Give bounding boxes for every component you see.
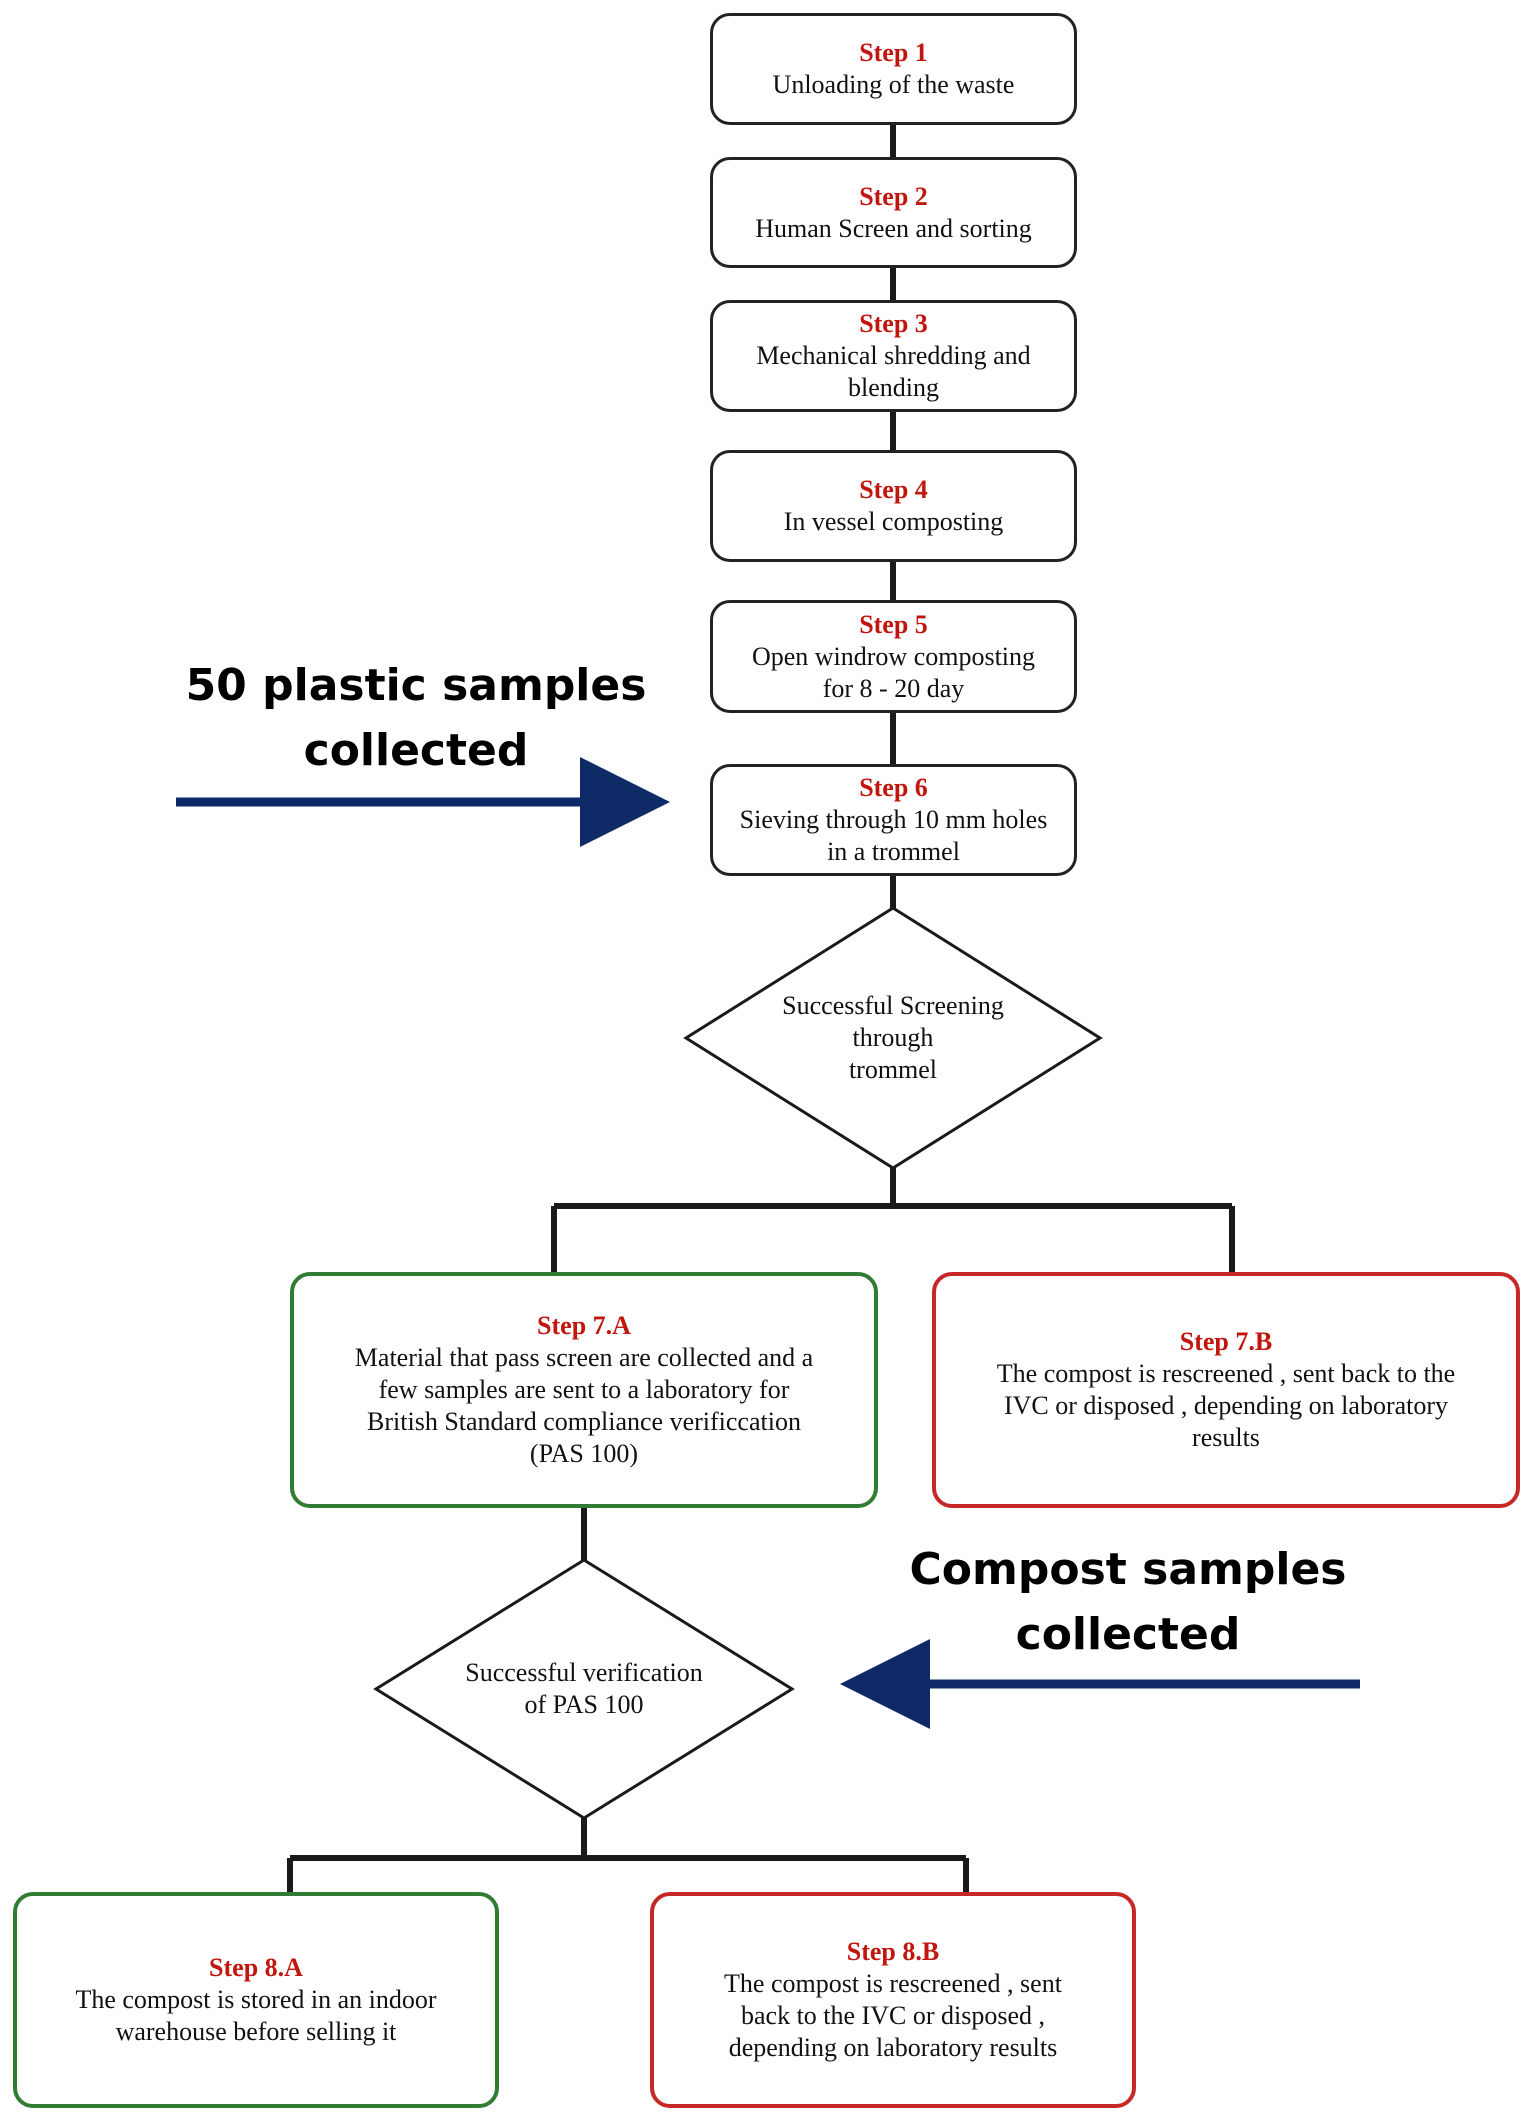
step-description: Open windrow composting for 8 - 20 day [751,641,1036,703]
plastic-samples-annotation: 50 plastic samples collected [185,660,647,776]
decision-screening-label: Successful Screening through trommel [782,991,1004,1084]
step-description: The compost is stored in an indoor wareh… [75,1985,437,2046]
step-title: Step 2 [859,181,928,211]
step-2-box: Step 2 Human Screen and sorting [710,157,1077,268]
step-title: Step 6 [859,773,928,802]
step-description: Material that pass screen are collected … [354,1343,814,1468]
step-title: Step 8.B [846,1937,940,1966]
step-description: The compost is rescreened , sent back to… [724,1969,1062,2062]
step-description: The compost is rescreened , sent back to… [996,1359,1456,1452]
step-4-box: Step 4 In vessel composting [710,450,1077,562]
step-1-box: Step 1 Unloading of the waste [710,13,1077,125]
step-title: Step 8.A [209,1953,303,1982]
step-description: Sieving through 10 mm holes in a trommel [739,805,1048,866]
step-title: Step 1 [859,38,928,67]
step-8a-box: Step 8.A The compost is stored in an ind… [13,1892,499,2108]
step-description: Mechanical shredding and blending [756,341,1031,402]
step-title: Step 7.A [537,1311,631,1340]
step-7b-box: Step 7.B The compost is rescreened , sen… [932,1272,1520,1508]
step-description: In vessel composting [783,507,1004,536]
step-title: Step 7.B [1179,1327,1273,1356]
step-description: Human Screen and sorting [755,213,1032,243]
step-6-box: Step 6 Sieving through 10 mm holes in a … [710,764,1077,876]
step-title: Step 5 [859,609,928,639]
decision-verification-diamond [373,1558,795,1820]
step-title: Step 3 [859,309,928,338]
step-3-box: Step 3 Mechanical shredding and blending [710,300,1077,412]
compost-samples-annotation: Compost samples collected [909,1544,1347,1660]
step-description: Unloading of the waste [772,70,1015,99]
step-8b-box: Step 8.B The compost is rescreened , sen… [650,1892,1136,2108]
decision-verification-label: Successful verification of PAS 100 [465,1658,703,1719]
decision-screening-diamond [683,906,1103,1170]
step-5-box: Step 5 Open windrow composting for 8 - 2… [710,600,1077,713]
step-title: Step 4 [859,475,928,504]
step-7a-box: Step 7.A Material that pass screen are c… [290,1272,878,1508]
